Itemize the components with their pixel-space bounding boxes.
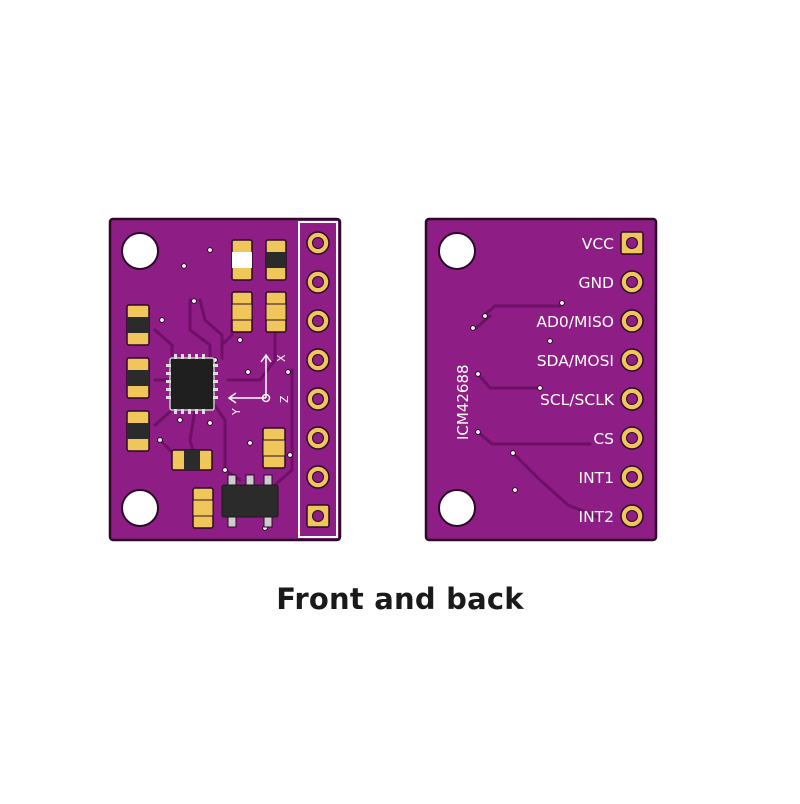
front-components bbox=[126, 239, 287, 529]
front-pin-pad-4-hole bbox=[312, 354, 324, 366]
front-pin-pad-8-hole bbox=[312, 510, 324, 522]
resistor-r1 bbox=[231, 239, 253, 281]
front-vias bbox=[157, 247, 293, 531]
resistor-r3 bbox=[126, 304, 150, 346]
capacitor-c4 bbox=[192, 487, 214, 529]
pin-label-ad0-miso: AD0/MISO bbox=[536, 313, 614, 331]
axis-indicator bbox=[227, 353, 272, 404]
back-vias bbox=[470, 300, 565, 493]
back-traces bbox=[474, 304, 602, 520]
back-board-substrate bbox=[424, 217, 658, 542]
resistor-r6 bbox=[171, 449, 213, 471]
front-pin-pad-3-hole bbox=[312, 315, 324, 327]
front-mounting-hole-top bbox=[121, 232, 159, 270]
capacitor-c2 bbox=[265, 291, 287, 333]
imu-chip bbox=[166, 354, 218, 414]
resistor-r4 bbox=[126, 357, 150, 399]
back-mounting-hole-bottom bbox=[438, 489, 476, 527]
back-pin-pad-scl-sclk-hole bbox=[626, 393, 638, 405]
resistor-r2 bbox=[265, 239, 287, 281]
pin-label-vcc: VCC bbox=[582, 235, 614, 253]
front-pin-header bbox=[306, 231, 330, 528]
resistor-r5 bbox=[126, 410, 150, 452]
axis-x-label: X bbox=[275, 354, 288, 362]
pin-label-cs: CS bbox=[593, 430, 614, 448]
axis-z-label: Z bbox=[278, 395, 291, 403]
voltage-regulator bbox=[221, 474, 279, 528]
back-mounting-hole-top bbox=[438, 232, 476, 270]
back-pin-pad-sda-mosi-hole bbox=[626, 354, 638, 366]
pin-label-int2: INT2 bbox=[579, 508, 615, 526]
pin-label-gnd: GND bbox=[578, 274, 614, 292]
pin-label-scl-sclk: SCL/SCLK bbox=[540, 391, 615, 409]
front-header-outline bbox=[298, 221, 338, 538]
front-mounting-hole-bottom bbox=[121, 489, 159, 527]
back-board: ICM42688 VCC GND AD0/MISO SDA/MOSI SCL/SCLK C… bbox=[424, 217, 658, 542]
back-pin-pad-int1-hole bbox=[626, 471, 638, 483]
back-pin-pad-cs-hole bbox=[626, 432, 638, 444]
pin-label-sda-mosi: SDA/MOSI bbox=[537, 352, 614, 370]
axis-y-label: Y bbox=[230, 408, 243, 416]
chip-name-label: ICM42688 bbox=[454, 364, 472, 440]
back-pin-pad-ad0-miso-hole bbox=[626, 315, 638, 327]
front-pin-pad-2-hole bbox=[312, 276, 324, 288]
back-pin-pad-gnd-hole bbox=[626, 276, 638, 288]
capacitor-c3 bbox=[262, 427, 286, 469]
back-pin-pad-int2-hole bbox=[626, 510, 638, 522]
front-pin-pad-1-hole bbox=[312, 237, 324, 249]
image-caption: Front and back bbox=[276, 582, 524, 616]
pin-label-int1: INT1 bbox=[579, 469, 615, 487]
front-pin-pad-6-hole bbox=[312, 432, 324, 444]
front-pin-pad-5-hole bbox=[312, 393, 324, 405]
front-pin-pad-7-hole bbox=[312, 471, 324, 483]
front-board: X Y Z bbox=[108, 217, 342, 542]
back-pin-pad-vcc-hole bbox=[626, 237, 638, 249]
capacitor-c1 bbox=[231, 291, 253, 333]
